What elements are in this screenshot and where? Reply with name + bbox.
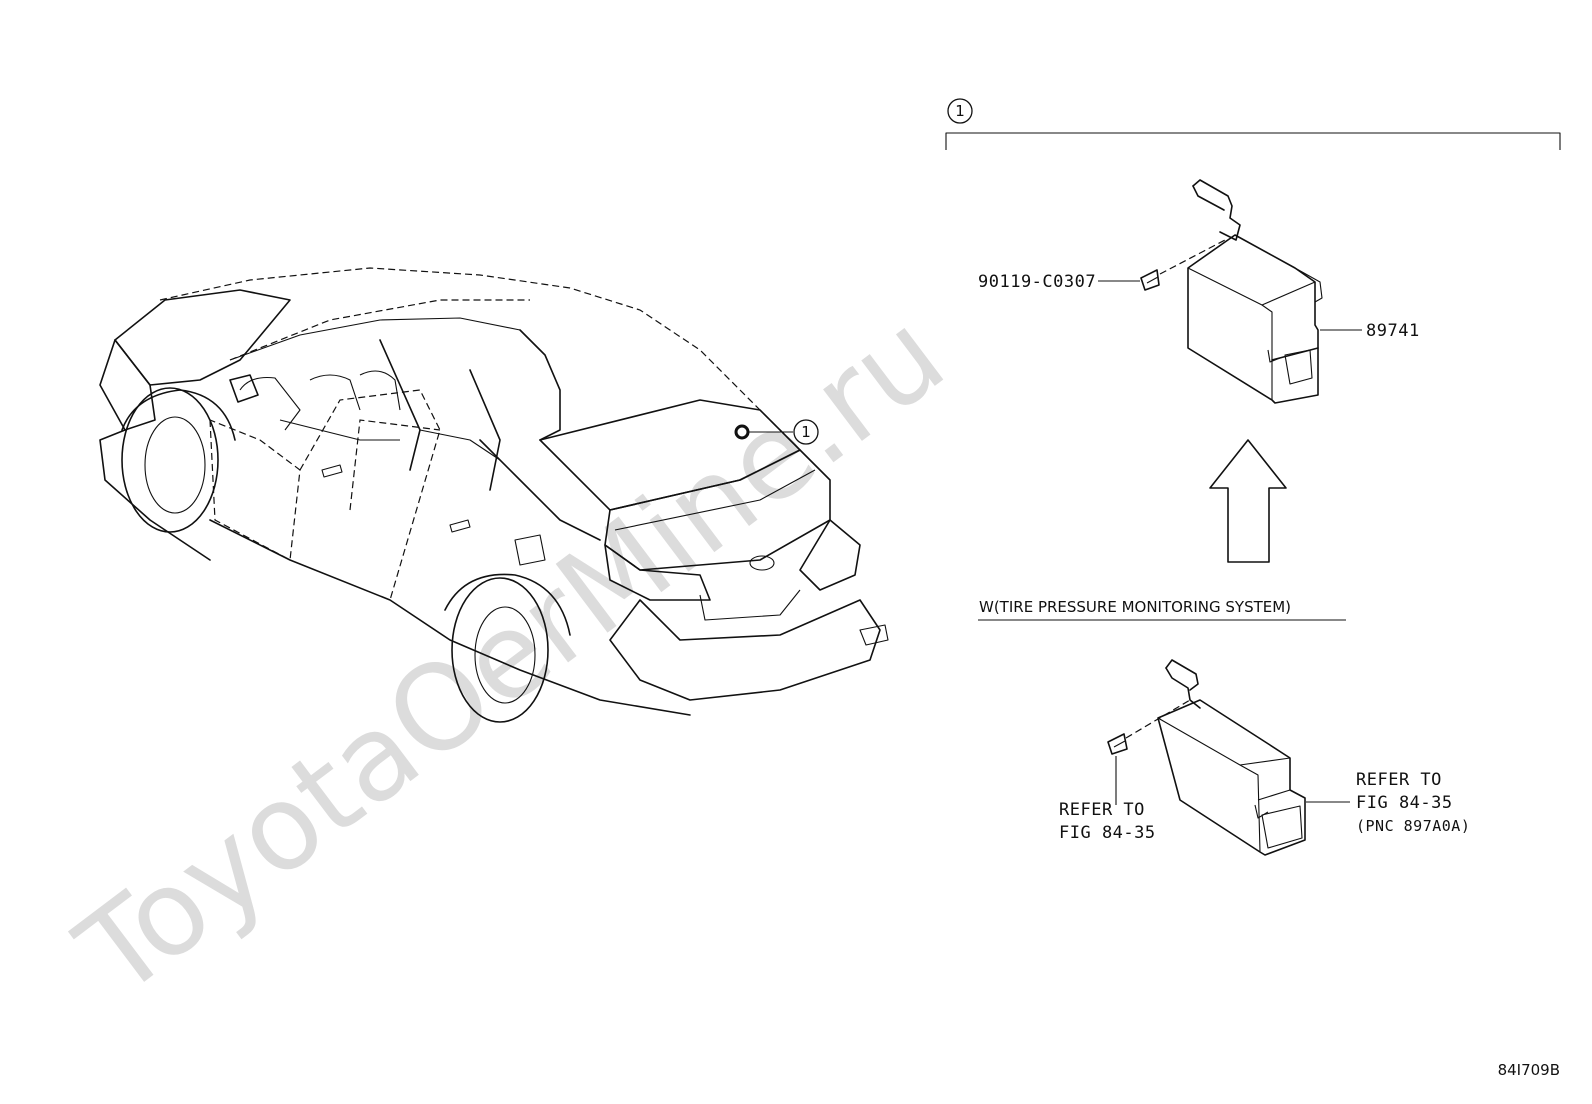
- bolt-icon: [1107, 733, 1128, 755]
- car-callout-circle: [793, 419, 819, 445]
- watermark: ToyotaOerMine.ru: [53, 285, 969, 1023]
- refer-receiver-line1: REFER TO: [1356, 770, 1442, 790]
- refer-receiver-line3: (PNC 897A0A): [1356, 817, 1470, 835]
- car-callout-number: 1: [801, 423, 811, 441]
- detail-callout-number: 1: [955, 102, 965, 120]
- figure-code: 84I709B: [1498, 1061, 1560, 1079]
- arrow-up-icon: [1209, 439, 1287, 563]
- car-illustration: 1: [99, 267, 889, 723]
- condition-label: W(TIRE PRESSURE MONITORING SYSTEM): [979, 598, 1291, 616]
- refer-bolt-line1: REFER TO: [1059, 800, 1145, 820]
- alt-receiver-assembly: [1125, 659, 1306, 856]
- detail-bracket: [945, 132, 1561, 150]
- bolt-icon: [1140, 269, 1160, 291]
- detail-callout-circle: [947, 98, 973, 124]
- tpms-receiver-assembly: [1159, 179, 1323, 404]
- receiver-part-number: 89741: [1366, 321, 1420, 341]
- refer-receiver-line2: FIG 84-35: [1356, 793, 1453, 813]
- refer-bolt-line2: FIG 84-35: [1059, 823, 1156, 843]
- bolt-part-number: 90119-C0307: [978, 272, 1096, 292]
